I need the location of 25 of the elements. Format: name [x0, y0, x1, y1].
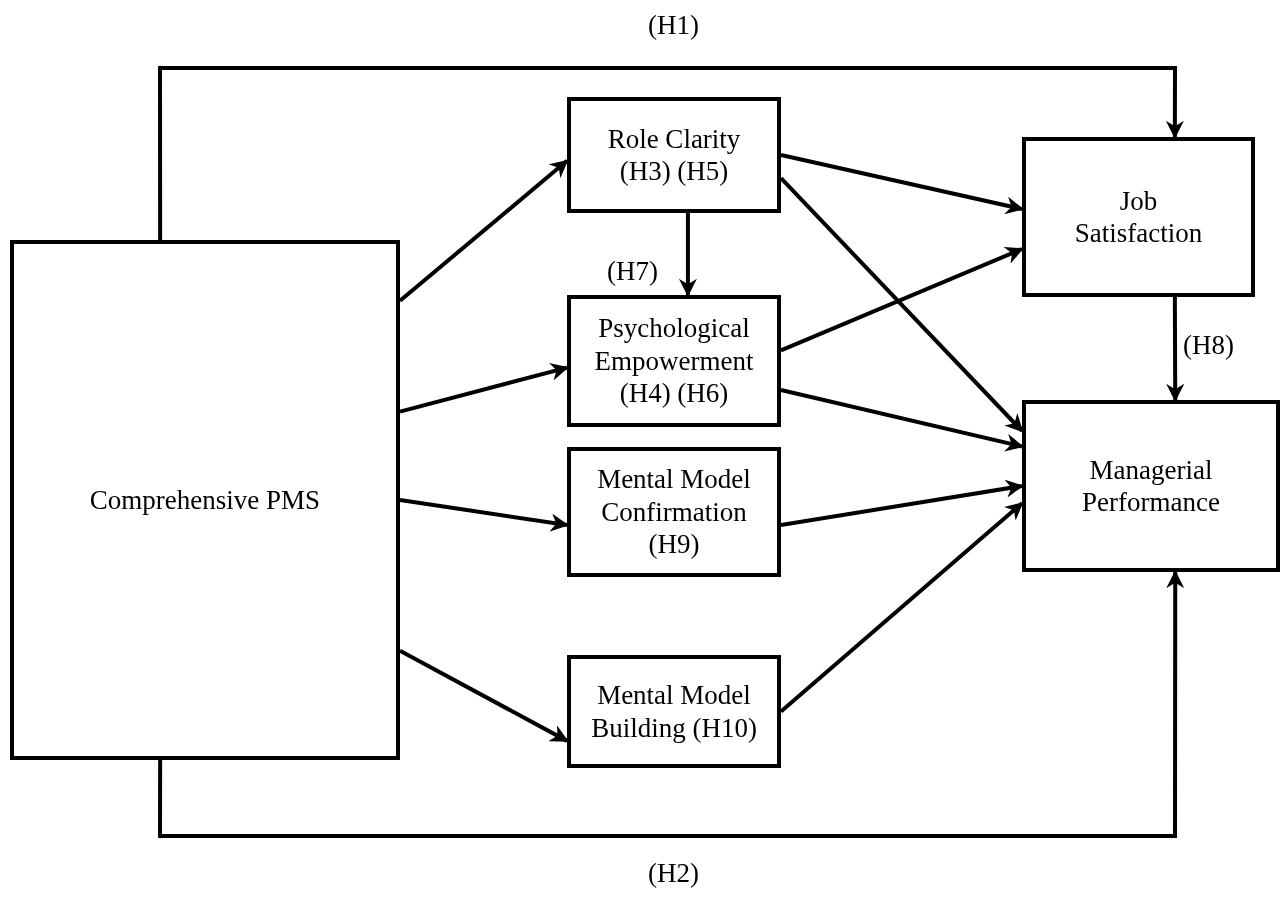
- arrow: [780, 388, 1024, 452]
- construct-box: [1022, 137, 1255, 297]
- arrow: [158, 66, 1184, 240]
- arrow: [780, 153, 1024, 215]
- node-label: Mental Model Building (H10): [590, 679, 758, 744]
- arrow: [399, 363, 569, 414]
- arrow: [399, 498, 569, 532]
- node-label: Role Clarity (H3) (H5): [606, 122, 742, 188]
- arrow: [399, 649, 569, 743]
- arrow: [1166, 297, 1185, 402]
- construct-box: [567, 295, 781, 427]
- arrow: [158, 570, 1185, 838]
- node-label: Mental Model Confirmation (H9): [596, 463, 752, 561]
- node-label: Psychological Empowerment (H4) (H6): [593, 312, 755, 410]
- node-label: Job Satisfaction: [1073, 184, 1204, 250]
- construct-box: [567, 97, 781, 213]
- node-label: Comprehensive PMS: [89, 483, 321, 517]
- node-label: Managerial Performance: [1081, 453, 1221, 519]
- construct-box: [10, 240, 400, 760]
- arrow: [780, 247, 1024, 353]
- arrow: [780, 479, 1024, 527]
- arrow: [678, 213, 697, 297]
- construct-box: [567, 447, 781, 577]
- construct-box: [1022, 400, 1280, 572]
- construct-box: [567, 655, 781, 768]
